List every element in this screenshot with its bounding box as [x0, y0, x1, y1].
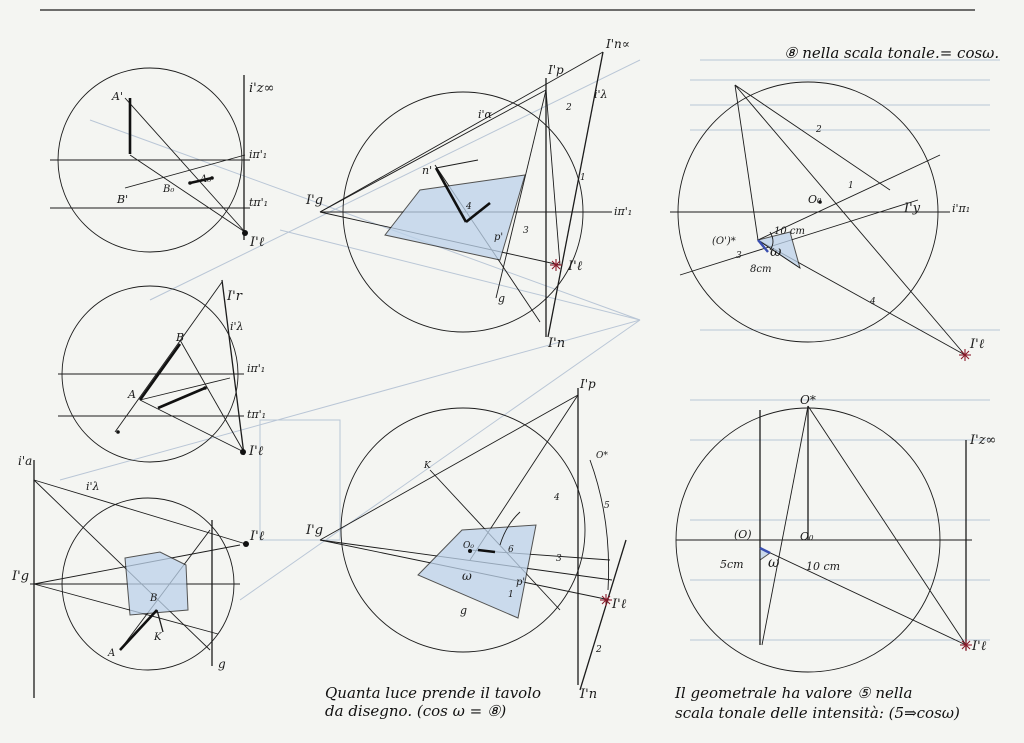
label-Izinf: I'z∞: [969, 433, 996, 448]
label-tpi1: tπ'₁: [249, 196, 268, 209]
label-Ig: I'g: [11, 569, 29, 584]
figure-b: B A I'r i'λ iπ'₁ tπ'₁ I'ℓ: [58, 279, 266, 463]
label-d5: 5cm: [720, 558, 744, 571]
figure-d: I'p I'n∝ I'g i'α i'λ iπ'₁ n' p' g I'ℓ I'…: [305, 37, 632, 351]
label-3: 3: [736, 251, 742, 261]
star-marker: [960, 639, 972, 651]
figure-g: O* I'z∞ (O) O₀ 5cm 10 cm ω I'ℓ: [675, 393, 996, 673]
figure-f: ⑧ nella scala tonale.= cosω. O₀ (O')* I'…: [670, 44, 999, 361]
figure-a: A' B' B₀ A₀ i'z∞ iπ'₁ tπ'₁ I'ℓ: [50, 67, 274, 253]
label-Il: I'ℓ: [611, 597, 627, 612]
label-Il: I'ℓ: [567, 259, 583, 274]
label-O0: O₀: [808, 193, 822, 206]
label-ipi1: iπ'₁: [249, 148, 267, 161]
label-4: 4: [465, 202, 472, 212]
label-4: 4: [553, 493, 560, 503]
label-O: (O): [734, 528, 752, 541]
label-ipi1: iπ'₁: [614, 205, 632, 218]
label-A1: A': [111, 90, 123, 103]
label-3: 3: [523, 226, 529, 236]
label-5: 5: [604, 501, 610, 511]
label-1: 1: [580, 173, 586, 183]
label-ialpha: i'α: [478, 108, 493, 121]
label-Ig: I'g: [305, 193, 323, 208]
label-p1: p': [516, 577, 525, 588]
figure-e: I'p O* I'g K O₀ p' g ω I'ℓ I'n 1 2 3 4 5…: [305, 377, 627, 702]
label-tpi1: tπ'₁: [247, 408, 266, 421]
label-O0: O₀: [463, 541, 474, 551]
label-omega: ω: [768, 555, 780, 571]
label-3: 3: [556, 554, 562, 564]
label-ilambda: i'λ: [86, 480, 100, 493]
label-ipi1: iπ'₁: [247, 362, 265, 375]
label-g: g: [218, 657, 226, 671]
label-Ig: I'g: [305, 523, 323, 538]
label-Il: I'ℓ: [248, 444, 264, 459]
label-ia: i'a: [18, 454, 32, 468]
label-g: g: [460, 604, 467, 617]
label-Il: I'ℓ: [249, 235, 265, 250]
header-note: ⑧ nella scala tonale.= cosω.: [784, 44, 999, 62]
label-Ir: I'r: [226, 289, 243, 304]
label-n1: n': [422, 164, 432, 177]
label-ipi1: i'π₁: [952, 202, 970, 215]
label-K: K: [153, 632, 162, 643]
star-marker: [550, 259, 562, 271]
caption-left-line1: Quanta luce prende il tavolo: [325, 684, 541, 702]
label-Inalpha: I'n∝: [605, 37, 630, 51]
label-Iy: I'y: [903, 201, 921, 216]
label-In: I'n: [547, 336, 565, 351]
label-4: 4: [869, 297, 876, 307]
label-d10: 10 cm: [774, 226, 805, 237]
caption-right-line1: Il geometrale ha valore ⑤ nella: [674, 684, 912, 702]
label-A: A: [127, 388, 136, 401]
label-ilambda: i'λ: [230, 320, 244, 333]
label-izinf: i'z∞: [249, 81, 274, 96]
label-d10: 10 cm: [806, 560, 840, 573]
figure-c: i'a i'λ I'ℓ I'g B A K g: [11, 454, 265, 698]
label-Ostar: O*: [800, 393, 816, 407]
label-B: B: [149, 593, 157, 604]
label-Il: I'ℓ: [249, 529, 265, 544]
label-d8: 8cm: [750, 264, 771, 275]
label-p1: p': [494, 232, 503, 243]
label-Il: I'ℓ: [971, 639, 987, 654]
caption-right-line2: scala tonale delle intensità: (5⇒cosω): [675, 704, 960, 722]
label-A0: A₀: [199, 174, 211, 185]
label-B: B: [175, 331, 184, 344]
label-omega: ω: [462, 569, 472, 583]
label-top: O*: [596, 451, 608, 461]
label-1: 1: [508, 590, 514, 600]
label-In: I'n: [579, 687, 597, 702]
label-Il: I'ℓ: [969, 337, 985, 352]
label-B1: B': [116, 193, 128, 206]
label-K: K: [423, 461, 432, 471]
bleed-through-sketch: [59, 59, 1000, 641]
star-marker: [600, 594, 612, 606]
label-6: 6: [508, 545, 514, 555]
label-1: 1: [848, 181, 854, 191]
label-O0: O₀: [800, 530, 814, 543]
label-A: A: [107, 648, 115, 659]
label-B0: B₀: [162, 184, 174, 195]
star-marker: [959, 349, 971, 361]
label-2: 2: [595, 645, 602, 655]
label-g: g: [498, 292, 505, 305]
label-2: 2: [565, 103, 572, 113]
label-O1: (O')*: [712, 236, 736, 247]
label-omega: ω: [770, 244, 782, 260]
label-ilambda: i'λ: [594, 88, 608, 101]
caption-left-line2: da disegno. (cos ω = ⑧): [325, 702, 506, 720]
label-Ip: I'p: [547, 63, 564, 77]
label-2: 2: [815, 125, 822, 135]
label-Ip: I'p: [579, 377, 596, 391]
